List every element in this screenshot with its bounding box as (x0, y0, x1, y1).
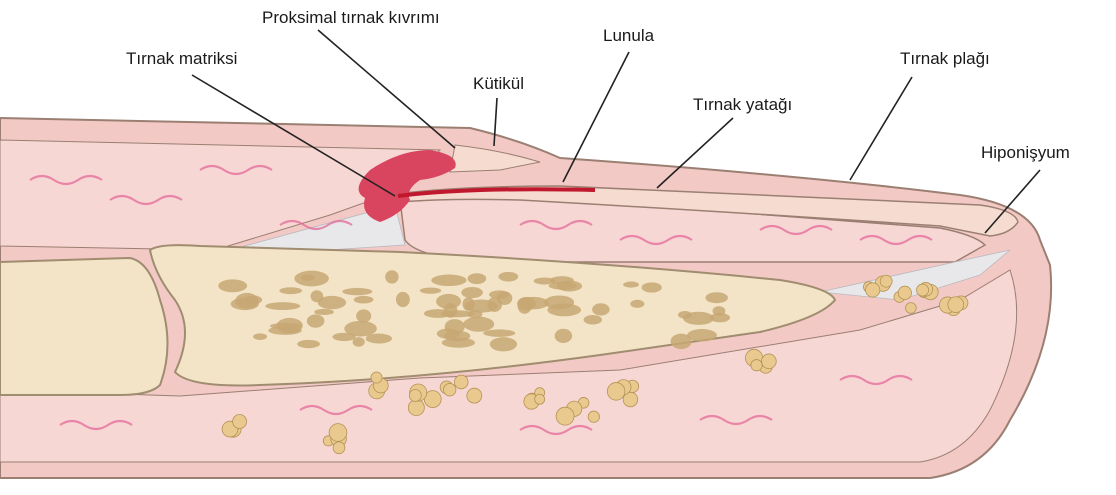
bone-pore (671, 334, 692, 349)
bone-pore (314, 309, 334, 315)
label-cuticle: Kütikül (473, 74, 524, 93)
fat-cell (233, 415, 247, 429)
bone-pore (489, 290, 509, 298)
bone-pore (218, 279, 247, 292)
bone-pore (353, 337, 365, 347)
bone-pore (544, 295, 574, 309)
bone-pore (431, 275, 466, 287)
bone-pore (623, 282, 639, 288)
bone-pore (307, 314, 325, 327)
bone-pore (705, 292, 728, 303)
bone-pore (630, 300, 644, 308)
bone-pore (385, 270, 398, 283)
fat-cell (866, 283, 880, 297)
label-matrix: Tırnak matriksi (126, 49, 237, 68)
label-proximal-fold: Proksimal tırnak kıvrımı (262, 8, 440, 27)
fat-cell (371, 372, 382, 383)
bone-pore (465, 299, 498, 312)
bone-pore (440, 310, 474, 317)
bone-pore (366, 334, 392, 344)
bone-pore (344, 321, 377, 337)
label-lunula: Lunula (603, 26, 655, 45)
bone-pore (279, 287, 302, 294)
bone-pore (436, 294, 461, 309)
fat-cell (905, 303, 916, 314)
bone-pore (642, 282, 662, 292)
bone-pore (498, 272, 518, 282)
bone-pore (277, 318, 303, 334)
fat-cell (443, 383, 455, 395)
fat-cell (880, 275, 892, 287)
bone-pore (445, 319, 465, 334)
bone-pore (461, 287, 483, 298)
bone-pore (356, 309, 371, 322)
bone-pore (311, 290, 324, 302)
fat-cell (898, 286, 911, 299)
bone-pore (463, 317, 494, 332)
bone-pore (442, 338, 475, 348)
bone-pore (555, 329, 573, 343)
bone-pore (683, 312, 714, 325)
fat-cell (751, 360, 762, 371)
fat-cell (467, 388, 482, 403)
bone-pore (518, 298, 532, 314)
bone-pore (342, 288, 372, 295)
fat-cell (329, 424, 347, 442)
bone-pore (592, 303, 610, 315)
label-nail-bed: Tırnak yatağı (693, 95, 792, 114)
bone-pore (297, 340, 320, 348)
fat-cell (333, 442, 345, 454)
middle-phalanx (0, 258, 168, 395)
label-hyponychium: Hiponişyum (981, 143, 1070, 162)
fat-cell (762, 354, 777, 369)
bone-pore (235, 293, 258, 309)
fat-cell (556, 407, 574, 425)
bone-pore (301, 275, 315, 281)
bone-pore (468, 273, 487, 284)
bone-pore (483, 329, 515, 336)
fat-cell (454, 375, 468, 389)
fat-cell (588, 411, 599, 422)
fat-cell (409, 389, 421, 401)
bone-pore (584, 315, 602, 325)
bone-pore (265, 302, 300, 310)
bone-pore (710, 313, 730, 322)
leader-nail-plate (850, 77, 912, 180)
fat-cell (408, 400, 424, 416)
bone-pore (253, 333, 267, 340)
bone-pore (548, 282, 576, 290)
bone-pore (354, 296, 374, 304)
bone-pore (490, 337, 517, 351)
fat-cell (535, 394, 545, 404)
fat-cell (948, 297, 964, 313)
label-nail-plate: Tırnak plağı (900, 49, 990, 68)
bone-pore (420, 287, 441, 293)
bone-pore (687, 329, 717, 341)
fat-cell (917, 284, 929, 296)
bone-pore (396, 292, 410, 307)
fat-cell (607, 383, 625, 401)
